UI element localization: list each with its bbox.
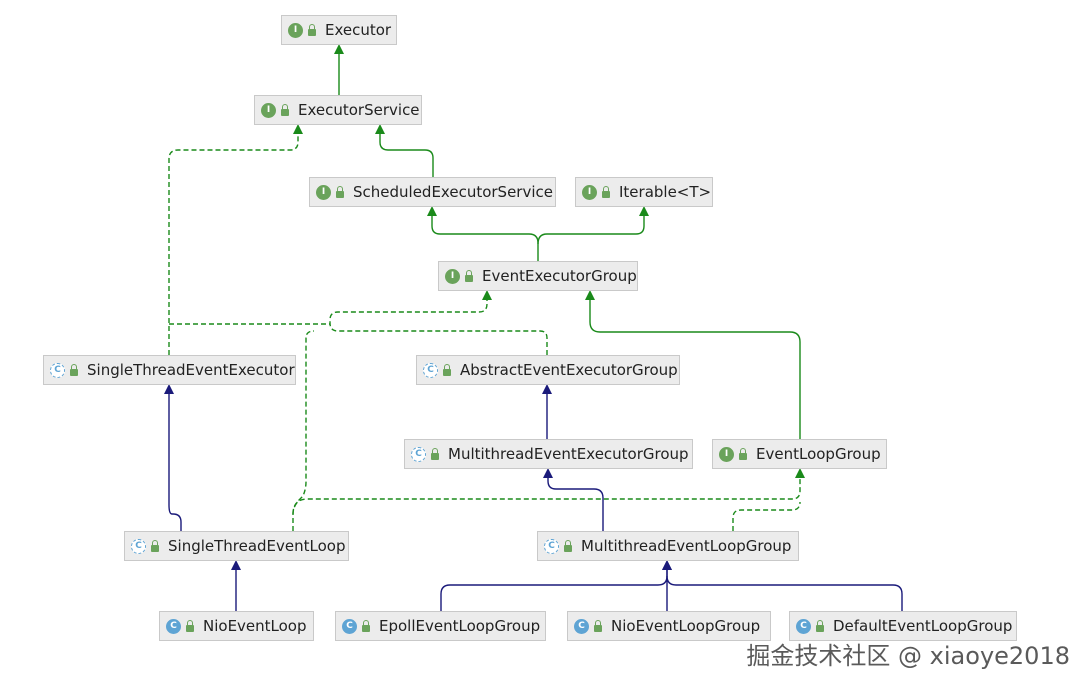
lock-icon <box>739 447 747 460</box>
node-default-event-loop-group[interactable]: C DefaultEventLoopGroup <box>789 611 1017 641</box>
lock-icon <box>816 619 824 632</box>
type-badge-icon: C <box>131 538 146 554</box>
type-badge-icon: C <box>796 618 811 634</box>
type-badge-icon: I <box>288 22 303 38</box>
lock-icon <box>151 539 159 552</box>
node-single-thread-event-executor[interactable]: C SingleThreadEventExecutor <box>43 355 296 385</box>
type-badge-icon: C <box>423 362 438 378</box>
edge-stel-stee <box>164 384 182 531</box>
node-label: DefaultEventLoopGroup <box>833 617 1013 635</box>
edges <box>164 44 903 611</box>
node-iterable[interactable]: I Iterable<T> <box>575 177 713 207</box>
type-badge-icon: I <box>445 268 460 284</box>
node-label: Executor <box>325 21 392 39</box>
edge-aeeg-eeg <box>329 290 548 355</box>
lock-icon <box>465 269 473 282</box>
lock-icon <box>70 363 78 376</box>
node-event-loop-group[interactable]: I EventLoopGroup <box>712 439 887 469</box>
lock-icon <box>564 539 572 552</box>
lock-icon <box>308 23 316 36</box>
node-abstract-event-executor-group[interactable]: C AbstractEventExecutorGroup <box>416 355 680 385</box>
node-label: SingleThreadEventLoop <box>168 537 346 555</box>
type-badge-icon: I <box>582 184 597 200</box>
lock-icon <box>431 447 439 460</box>
node-multithread-event-executor-group[interactable]: C MultithreadEventExecutorGroup <box>404 439 693 469</box>
type-badge-icon: C <box>574 618 589 634</box>
node-label: EpollEventLoopGroup <box>379 617 541 635</box>
type-badge-icon: I <box>719 446 734 462</box>
node-executor[interactable]: I Executor <box>281 15 397 45</box>
lock-icon <box>362 619 370 632</box>
node-multithread-event-loop-group[interactable]: C MultithreadEventLoopGroup <box>537 531 799 561</box>
node-nio-event-loop-group[interactable]: C NioEventLoopGroup <box>567 611 771 641</box>
edge-scheduled-executorservice <box>375 124 434 177</box>
node-label: Iterable<T> <box>619 183 712 201</box>
node-label: NioEventLoop <box>203 617 307 635</box>
type-badge-icon: C <box>166 618 181 634</box>
node-single-thread-event-loop[interactable]: C SingleThreadEventLoop <box>124 531 349 561</box>
type-badge-icon: C <box>342 618 357 634</box>
lock-icon <box>186 619 194 632</box>
node-label: AbstractEventExecutorGroup <box>460 361 678 379</box>
node-executor-service[interactable]: I ExecutorService <box>254 95 422 125</box>
node-label: MultithreadEventExecutorGroup <box>448 445 689 463</box>
node-nio-event-loop[interactable]: C NioEventLoop <box>159 611 314 641</box>
edge-epoll-melg <box>440 560 672 611</box>
edge-elg-eeg <box>585 290 801 439</box>
edge-melg-meeg <box>543 468 604 531</box>
type-badge-icon: C <box>411 446 426 462</box>
edge-stee-executorservice <box>168 124 303 355</box>
edge-eeg-scheduled <box>427 206 539 261</box>
type-badge-icon: I <box>316 184 331 200</box>
node-label: SingleThreadEventExecutor <box>87 361 295 379</box>
node-label: EventLoopGroup <box>756 445 881 463</box>
edge-eeg-iterable <box>537 206 649 245</box>
edge-melg-elg <box>732 501 801 531</box>
type-badge-icon: C <box>50 362 65 378</box>
edge-stel-eeg <box>292 330 315 531</box>
lock-icon <box>602 185 610 198</box>
type-badge-icon: I <box>261 102 276 118</box>
lock-icon <box>594 619 602 632</box>
node-label: ScheduledExecutorService <box>353 183 553 201</box>
lock-icon <box>336 185 344 198</box>
edge-delg-melg <box>666 575 903 611</box>
node-label: NioEventLoopGroup <box>611 617 761 635</box>
lock-icon <box>281 103 289 116</box>
type-badge-icon: C <box>544 538 559 554</box>
node-epoll-event-loop-group[interactable]: C EpollEventLoopGroup <box>335 611 546 641</box>
node-label: EventExecutorGroup <box>482 267 637 285</box>
edge-stel-elg <box>292 468 805 515</box>
node-label: ExecutorService <box>298 101 420 119</box>
lock-icon <box>443 363 451 376</box>
watermark: 掘金技术社区 @ xiaoye2018 <box>746 642 1070 670</box>
node-event-executor-group[interactable]: I EventExecutorGroup <box>438 261 638 291</box>
node-label: MultithreadEventLoopGroup <box>581 537 792 555</box>
node-scheduled-executor-service[interactable]: I ScheduledExecutorService <box>309 177 556 207</box>
